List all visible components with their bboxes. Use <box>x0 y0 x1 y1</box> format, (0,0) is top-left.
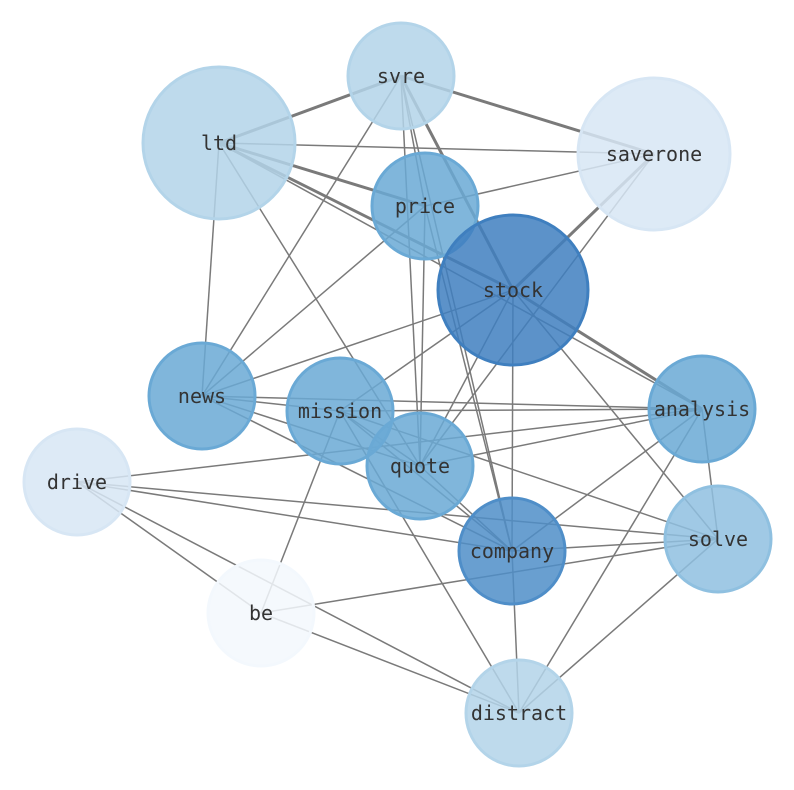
edge-news-analysis <box>201 395 703 410</box>
edge-drive-company <box>76 481 513 552</box>
node-circle-svre <box>346 21 456 131</box>
node-label-mission: mission <box>298 399 382 423</box>
node-analysis: analysis <box>647 354 757 464</box>
node-circle-saverone <box>576 76 732 232</box>
node-circle-quote <box>365 411 475 521</box>
node-circle-be <box>206 558 316 668</box>
edge-analysis-distract <box>518 408 703 714</box>
node-distract: distract <box>464 658 574 768</box>
node-label-quote: quote <box>390 454 450 478</box>
node-circle-distract <box>464 658 574 768</box>
node-label-company: company <box>470 539 554 563</box>
node-circle-company <box>457 496 567 606</box>
node-solve: solve <box>663 484 773 594</box>
node-news: news <box>147 341 257 451</box>
node-mission: mission <box>285 356 395 466</box>
node-label-analysis: analysis <box>654 397 750 421</box>
node-circle-drive <box>22 427 132 537</box>
node-label-stock: stock <box>483 278 543 302</box>
node-ltd: ltd <box>141 65 297 221</box>
edge-svre-news <box>201 75 402 397</box>
node-circle-ltd <box>141 65 297 221</box>
node-stock: stock <box>436 213 590 367</box>
node-label-be: be <box>249 601 273 625</box>
edge-price-company <box>424 205 513 552</box>
node-layer: svre ltd saverone price stock news mission anal… <box>22 21 773 768</box>
node-label-ltd: ltd <box>201 131 237 155</box>
node-label-price: price <box>395 194 455 218</box>
node-price: price <box>370 151 480 261</box>
node-circle-mission <box>285 356 395 466</box>
edge-news-company <box>201 395 513 552</box>
node-saverone: saverone <box>576 76 732 232</box>
node-be: be <box>206 558 316 668</box>
node-circle-solve <box>663 484 773 594</box>
node-circle-news <box>147 341 257 451</box>
node-circle-price <box>370 151 480 261</box>
node-label-saverone: saverone <box>606 142 702 166</box>
edge-svre-quote <box>400 75 421 467</box>
node-label-distract: distract <box>471 701 567 725</box>
node-svre: svre <box>346 21 456 131</box>
node-label-solve: solve <box>688 527 748 551</box>
node-quote: quote <box>365 411 475 521</box>
node-label-drive: drive <box>47 470 107 494</box>
node-label-svre: svre <box>377 64 425 88</box>
node-company: company <box>457 496 567 606</box>
node-circle-stock <box>436 213 590 367</box>
node-drive: drive <box>22 427 132 537</box>
node-circle-analysis <box>647 354 757 464</box>
node-label-news: news <box>178 384 226 408</box>
edge-mission-analysis <box>339 408 703 412</box>
